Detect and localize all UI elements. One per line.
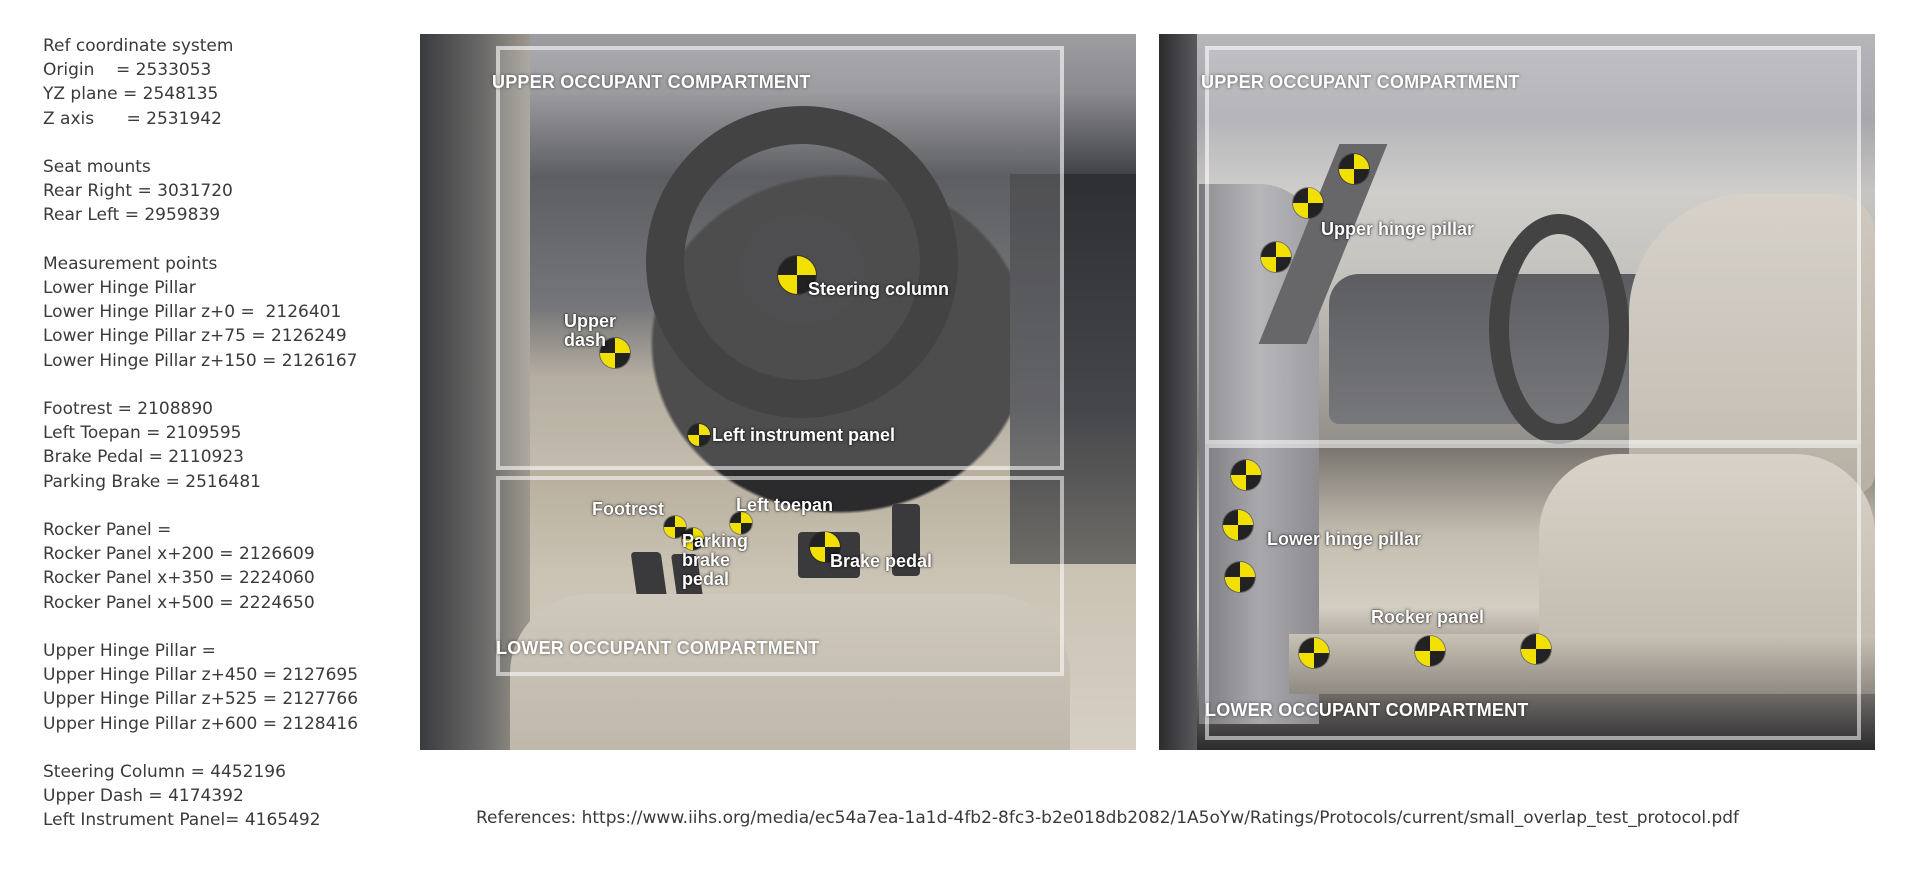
lower-hinge-pillar-label: Lower hinge pillar (1267, 529, 1422, 549)
crash-test-target-icon (1339, 154, 1369, 184)
crash-test-target-icon (1293, 188, 1323, 218)
rocker-panel-label: Rocker panel (1371, 607, 1485, 627)
upper-hinge-pillar-label: Upper hinge pillar (1321, 219, 1475, 239)
note-line: Upper Hinge Pillar z+600 = 2128416 (43, 713, 359, 734)
note-line: Left Toepan = 2109595 (43, 423, 242, 444)
left-toepan-label: Left toepan (736, 495, 833, 515)
upper-compartment-tint (1205, 46, 1861, 444)
upper-compartment-tint (496, 46, 1064, 470)
crash-test-target-icon (1225, 562, 1255, 592)
crash-test-target-icon (730, 512, 752, 534)
crash-test-target-icon (664, 516, 686, 538)
lower-compartment-label: LOWER OCCUPANT COMPARTMENT (496, 638, 820, 658)
seat-cushion (1539, 454, 1875, 644)
crash-test-target-icon (1223, 510, 1253, 540)
center-console (1010, 174, 1136, 564)
crash-test-target-icon (778, 256, 816, 294)
note-line: Rocker Panel = (43, 520, 172, 540)
upper-dash-label: Upper dash (564, 311, 617, 350)
note-line: Steering Column = 4452196 (43, 762, 286, 782)
seat-mounts-group: Seat mounts Rear Right = 3031720 Rear Le… (43, 155, 403, 228)
note-line: Z axis = 2531942 (43, 108, 222, 129)
note-line: Brake Pedal = 2110923 (43, 447, 244, 468)
crash-test-target-icon (1299, 638, 1329, 668)
note-line: Rocker Panel x+350 = 2224060 (43, 568, 315, 589)
upper-compartment-box (1205, 46, 1861, 444)
references-text: References: https://www.iihs.org/media/e… (476, 808, 1740, 828)
lower-compartment-box (496, 476, 1064, 676)
door-sill (1289, 634, 1875, 694)
note-line: Rear Right = 3031720 (43, 181, 233, 202)
note-line: Rear Left = 2959839 (43, 205, 221, 226)
ref-coordinate-group: Ref coordinate system Origin = 2533053 Y… (43, 34, 403, 131)
accelerator-pedal (892, 504, 920, 576)
note-line: Parking Brake = 2516481 (43, 471, 261, 492)
note-line: Upper Dash = 4174392 (43, 786, 244, 807)
brake-pedal-label: Brake pedal (830, 551, 933, 571)
measurement-notes: Ref coordinate system Origin = 2533053 Y… (43, 34, 403, 857)
note-line: Rocker Panel x+200 = 2126609 (43, 544, 315, 565)
crash-test-target-icon (1415, 636, 1445, 666)
upper-compartment-box (496, 46, 1064, 470)
note-line: Lower Hinge Pillar z+0 = 2126401 (43, 302, 342, 323)
note-line: Lower Hinge Pillar (43, 278, 196, 298)
note-line: Seat mounts (43, 157, 151, 177)
note-line: Origin = 2533053 (43, 60, 212, 81)
note-line: Upper Hinge Pillar z+450 = 2127695 (43, 665, 359, 686)
lower-compartment-box (1205, 444, 1861, 740)
upper-hinge-pillar-group: Upper Hinge Pillar = Upper Hinge Pillar … (43, 639, 403, 736)
dash-group: Steering Column = 4452196 Upper Dash = 4… (43, 760, 403, 833)
crash-test-target-icon (1261, 242, 1291, 272)
crash-test-target-icon (810, 532, 840, 562)
crash-test-target-icon (1231, 460, 1261, 490)
crash-test-target-icon (1521, 634, 1551, 664)
upper-compartment-label: UPPER OCCUPANT COMPARTMENT (1201, 72, 1520, 92)
crash-test-target-icon (600, 338, 630, 368)
note-line: Footrest = 2108890 (43, 399, 213, 419)
note-line: Ref coordinate system (43, 36, 234, 56)
footwell-group: Footrest = 2108890 Left Toepan = 2109595… (43, 397, 403, 494)
left-instrument-panel-label: Left instrument panel (712, 425, 896, 445)
steering-column-label: Steering column (808, 279, 950, 299)
upper-compartment-label: UPPER OCCUPANT COMPARTMENT (492, 72, 811, 92)
note-line: Measurement points (43, 253, 218, 274)
note-line: Left Instrument Panel= 4165492 (43, 810, 321, 831)
note-line: Rocker Panel x+500 = 2224650 (43, 592, 315, 613)
lower-compartment-label: LOWER OCCUPANT COMPARTMENT (1205, 700, 1529, 720)
note-line: Lower Hinge Pillar z+75 = 2126249 (43, 326, 347, 347)
note-line: Lower Hinge Pillar z+150 = 2126167 (43, 350, 358, 371)
crash-test-target-icon (688, 424, 710, 446)
rocker-panel-group: Rocker Panel = Rocker Panel x+200 = 2126… (43, 518, 403, 615)
a-pillar (420, 34, 530, 750)
door-opening-photo: UPPER OCCUPANT COMPARTMENT LOWER OCCUPAN… (1159, 34, 1875, 750)
parking-brake-pedal-label: Parking brake pedal (682, 531, 749, 589)
driver-view-photo: UPPER OCCUPANT COMPARTMENT LOWER OCCUPAN… (420, 34, 1136, 750)
note-line: Upper Hinge Pillar = (43, 641, 216, 661)
crash-test-target-icon (682, 528, 704, 550)
note-line: Upper Hinge Pillar z+525 = 2127766 (43, 689, 359, 710)
lower-hinge-pillar-group: Measurement points Lower Hinge Pillar Lo… (43, 252, 403, 373)
footrest-label: Footrest (592, 499, 664, 519)
note-line: YZ plane = 2548135 (43, 84, 219, 105)
door-frame-left (1159, 34, 1197, 750)
